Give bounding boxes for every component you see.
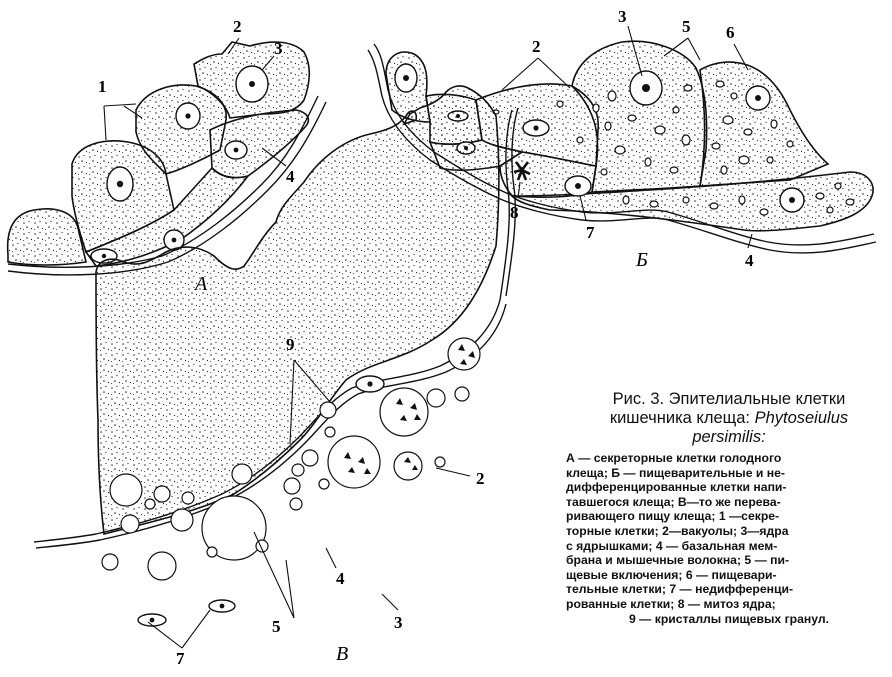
panel-b-label-6: 6 xyxy=(726,23,735,42)
caption-line: А — секреторные клетки голодного xyxy=(566,451,892,466)
panel-b-letter: Б xyxy=(635,249,648,271)
caption-line: рованные клетки; 8 — митоз ядра; xyxy=(566,597,892,612)
panel-b-label-7: 7 xyxy=(586,223,595,242)
caption-line: 9 — кристаллы пищевых гранул. xyxy=(566,612,892,627)
caption-legend: А — секреторные клетки голодного клеща; … xyxy=(566,451,892,626)
panel-v-label-7: 7 xyxy=(176,649,185,668)
caption-line: брана и мышечные волокна; 5 — пи- xyxy=(566,553,892,568)
caption-species: Phytoseiulus xyxy=(755,409,849,427)
panel-b-label-5: 5 xyxy=(682,17,691,36)
caption-line: торные клетки; 2—вакуолы; 3—ядра xyxy=(566,524,892,539)
caption-line: с ядрышками; 4 — базальная мем- xyxy=(566,539,892,554)
panel-a-label-4: 4 xyxy=(286,167,295,186)
caption-line: дифференцированные клетки напи- xyxy=(566,480,892,495)
panel-v-label-9: 9 xyxy=(286,335,295,354)
panel-v-label-2: 2 xyxy=(476,469,485,488)
panel-v-label-5: 5 xyxy=(272,617,281,636)
caption-line: щевые включения; 6 — пищевари- xyxy=(566,568,892,583)
caption-title-line2: кишечника клеща: xyxy=(610,409,755,427)
panel-b-label-8: 8 xyxy=(510,203,519,222)
panel-v-label-4: 4 xyxy=(336,569,345,588)
panel-v-letter: В xyxy=(336,643,348,665)
caption-title-line1: Рис. 3. Эпителиальные клетки xyxy=(613,390,846,408)
panel-a-label-1: 1 xyxy=(98,77,107,96)
caption-title: Рис. 3. Эпителиальные клетки кишечника к… xyxy=(566,390,892,447)
caption-species-line3: persimilis: xyxy=(692,428,765,446)
caption-line: тавшегося клеща; В—то же перева- xyxy=(566,495,892,510)
caption-line: тельные клетки; 7 — недифференци- xyxy=(566,582,892,597)
caption-line: ривающего пищу клеща; 1 —секре- xyxy=(566,509,892,524)
panel-b-label-4: 4 xyxy=(745,251,754,270)
panel-a-label-3: 3 xyxy=(274,39,283,58)
panel-b-label-2: 2 xyxy=(532,37,541,56)
panel-b-label-3: 3 xyxy=(618,7,627,26)
panel-a-label-2: 2 xyxy=(233,17,242,36)
figure-caption: Рис. 3. Эпителиальные клетки кишечника к… xyxy=(566,390,892,626)
panel-v-label-3: 3 xyxy=(394,613,403,632)
caption-line: клеща; Б — пищеварительные и не- xyxy=(566,466,892,481)
